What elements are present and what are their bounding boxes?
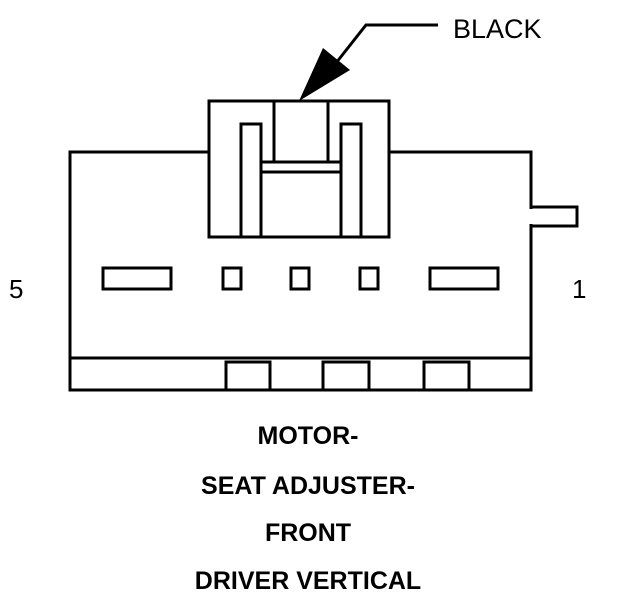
title-line-3: FRONT — [265, 519, 351, 547]
pin-number-right: 1 — [572, 274, 586, 304]
callout-leader — [334, 23, 438, 64]
right-tab — [529, 205, 579, 228]
cavity-5 — [101, 266, 173, 291]
locking-latch — [207, 99, 391, 239]
title-line-4: DRIVER VERTICAL — [195, 567, 421, 595]
cavity-4 — [221, 266, 243, 291]
bottom-key — [321, 360, 371, 392]
cavity-2 — [358, 266, 380, 291]
cavity-1 — [428, 266, 500, 291]
pin-number-left: 5 — [9, 274, 23, 304]
callout-arrowhead — [299, 48, 350, 101]
title-line-2: SEAT ADJUSTER- — [201, 472, 415, 500]
cavity-3 — [289, 266, 311, 291]
bottom-key — [224, 360, 272, 392]
title-line-1: MOTOR- — [258, 422, 359, 450]
callout-label: BLACK — [453, 14, 542, 44]
bottom-key — [422, 360, 471, 392]
